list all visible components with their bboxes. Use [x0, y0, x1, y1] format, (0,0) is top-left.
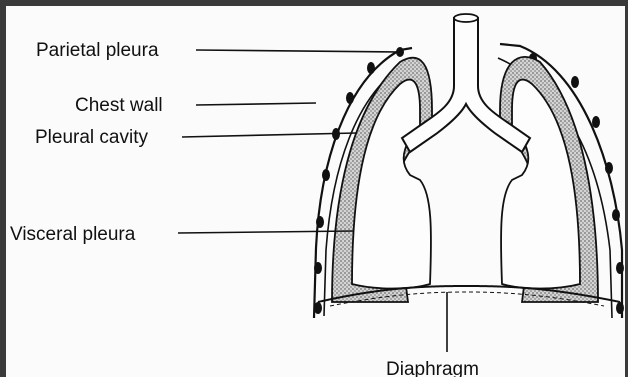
label-chest-wall: Chest wall — [75, 95, 163, 116]
label-diaphragm: Diaphragm — [386, 359, 479, 377]
label-pleural-cavity: Pleural cavity — [35, 127, 148, 148]
leader-parietal-pleura — [196, 50, 400, 52]
leader-chest-wall — [196, 103, 316, 105]
leader-pleural-cavity — [182, 133, 356, 137]
label-parietal-pleura: Parietal pleura — [36, 40, 159, 61]
trachea-top — [454, 14, 478, 22]
left-lung — [352, 80, 431, 289]
label-visceral-pleura: Visceral pleura — [10, 224, 136, 245]
